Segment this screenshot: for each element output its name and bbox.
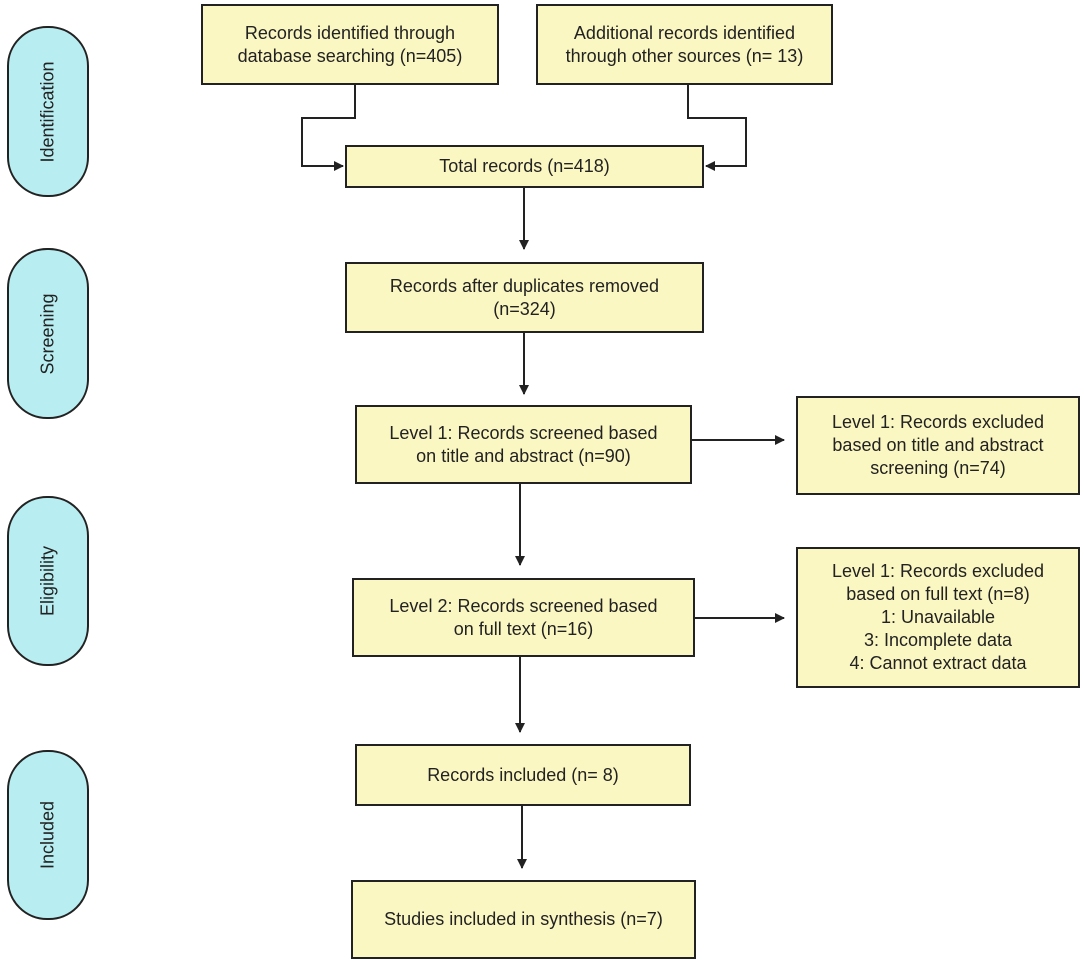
node-excluded-level2: Level 1: Records excluded based on full … bbox=[796, 547, 1080, 688]
node-dedup: Records after duplicates removed (n=324) bbox=[345, 262, 704, 333]
node-level1: Level 1: Records screened based on title… bbox=[355, 405, 692, 484]
stage-label: Eligibility bbox=[37, 545, 58, 617]
node-text: Records identified through database sear… bbox=[237, 22, 463, 66]
stage-eligibility: Eligibility bbox=[7, 496, 89, 666]
node-database: Records identified through database sear… bbox=[201, 4, 499, 85]
node-text: Studies included in synthesis (n=7) bbox=[384, 909, 663, 929]
node-included: Records included (n= 8) bbox=[355, 744, 691, 806]
node-synthesis: Studies included in synthesis (n=7) bbox=[351, 880, 696, 959]
stage-identification: Identification bbox=[7, 26, 89, 197]
node-total: Total records (n=418) bbox=[345, 145, 704, 188]
node-other-sources: Additional records identified through ot… bbox=[536, 4, 833, 85]
stage-label: Included bbox=[37, 800, 58, 870]
stage-label: Identification bbox=[37, 60, 58, 163]
node-text: Additional records identified through ot… bbox=[565, 22, 804, 66]
stage-included: Included bbox=[7, 750, 89, 920]
node-text: Level 1: Records screened based on title… bbox=[389, 422, 658, 466]
node-text: Records after duplicates removed (n=324) bbox=[389, 275, 660, 319]
node-text: Level 1: Records excluded based on title… bbox=[831, 412, 1045, 478]
node-text: Records included (n= 8) bbox=[427, 764, 619, 785]
node-text: Level 2: Records screened based on full … bbox=[389, 595, 658, 639]
stage-screening: Screening bbox=[7, 248, 89, 419]
stage-label: Screening bbox=[37, 292, 58, 375]
node-text: Total records (n=418) bbox=[439, 156, 610, 176]
node-level2: Level 2: Records screened based on full … bbox=[352, 578, 695, 657]
node-text: Level 1: Records excluded based on full … bbox=[831, 561, 1045, 673]
node-excluded-level1: Level 1: Records excluded based on title… bbox=[796, 396, 1080, 495]
